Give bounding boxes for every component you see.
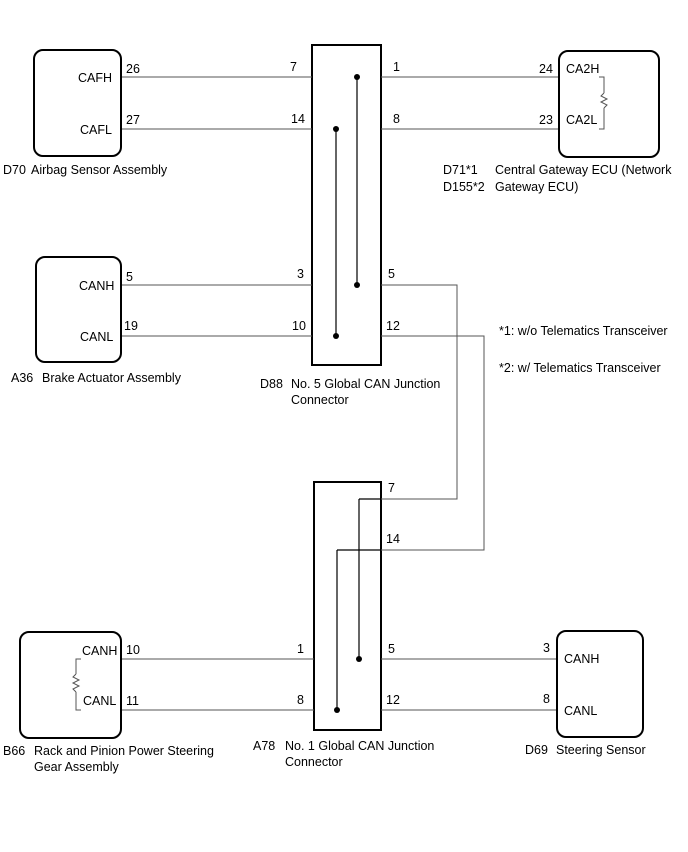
- a78-name-line2: Connector: [285, 755, 343, 769]
- junction-connector-d88: 7 1 14 8 3 5 10 12 D88 No. 5 Global CAN …: [260, 44, 440, 407]
- d88-splice-dot: [354, 74, 360, 80]
- steering-sensor-name: Steering Sensor: [556, 743, 646, 757]
- steering-sensor-pin-canh: CANH: [564, 652, 599, 666]
- airbag-code: D70: [3, 163, 26, 177]
- gateway-name-line1: Central Gateway ECU (Network: [495, 163, 672, 177]
- d88-name-line2: Connector: [291, 393, 349, 407]
- d88-pin-1: 1: [393, 60, 400, 74]
- brake-pin-canh: CANH: [79, 279, 114, 293]
- steering-gear-termination-lead: [75, 692, 81, 711]
- brake-pin-num-h: 5: [126, 270, 133, 284]
- steering-gear-pin-num-h: 10: [126, 643, 140, 657]
- steering-gear-termination-resistor-icon: [71, 673, 81, 693]
- steering-sensor-pin-num-h: 3: [543, 641, 550, 655]
- steering-gear-pin-canl: CANL: [83, 694, 116, 708]
- steering-gear-name-line1: Rack and Pinion Power Steering: [34, 744, 214, 758]
- steering-sensor-pin-num-l: 8: [543, 692, 550, 706]
- wire-d88-a78-canh: [381, 284, 458, 500]
- d88-code: D88: [260, 377, 283, 391]
- steering-sensor-body: [556, 630, 644, 738]
- a78-name-line1: No. 1 Global CAN Junction: [285, 739, 434, 753]
- a78-pin-14: 14: [386, 532, 400, 546]
- d88-pin-7: 7: [290, 60, 297, 74]
- airbag-pin-num-h: 26: [126, 62, 140, 76]
- brake-name: Brake Actuator Assembly: [42, 371, 182, 385]
- steering-sensor-pin-canl: CANL: [564, 704, 597, 718]
- component-airbag-sensor: CAFH CAFL 26 27 D70 Airbag Sensor Assemb…: [3, 49, 168, 177]
- airbag-pin-cafl: CAFL: [80, 123, 112, 137]
- steering-gear-pin-num-l: 11: [126, 694, 139, 708]
- d88-body: [311, 44, 382, 366]
- junction-connector-a78: 7 14 1 5 8 12 A78 No. 1 Global CAN Junct…: [253, 481, 434, 769]
- brake-pin-num-l: 19: [124, 319, 138, 333]
- note-1: *1: w/o Telematics Transceiver: [499, 324, 668, 338]
- airbag-body: [33, 49, 122, 157]
- component-central-gateway: CA2H CA2L 24 23 D71*1 D155*2 Central Gat…: [443, 50, 672, 194]
- a78-code: A78: [253, 739, 275, 753]
- gateway-pin-ca2l: CA2L: [566, 113, 597, 127]
- d88-pin-8: 8: [393, 112, 400, 126]
- a78-splice-dot: [334, 707, 340, 713]
- d88-pin-3: 3: [297, 267, 304, 281]
- d88-splice-dot: [354, 282, 360, 288]
- component-steering-gear: CANH CANL 10 11 B66 Rack and Pinion Powe…: [3, 631, 214, 774]
- gateway-code-1: D71*1: [443, 163, 478, 177]
- a78-pin-5: 5: [388, 642, 395, 656]
- gateway-body: [558, 50, 660, 158]
- d88-name-line1: No. 5 Global CAN Junction: [291, 377, 440, 391]
- d88-pin-5: 5: [388, 267, 395, 281]
- d88-pin-10: 10: [292, 319, 306, 333]
- a78-pin-12: 12: [386, 693, 400, 707]
- gateway-termination-lead: [599, 108, 605, 130]
- component-brake-actuator: CANH CANL 5 19 A36 Brake Actuator Assemb…: [11, 256, 182, 385]
- steering-gear-code: B66: [3, 744, 25, 758]
- component-steering-sensor: CANH CANL 3 8 D69 Steering Sensor: [525, 630, 646, 757]
- brake-body: [35, 256, 122, 363]
- gateway-pin-num-l: 23: [539, 113, 553, 127]
- airbag-pin-cafh: CAFH: [78, 71, 112, 85]
- a78-pin-1: 1: [297, 642, 304, 656]
- d88-pin-12: 12: [386, 319, 400, 333]
- wires: [121, 76, 559, 711]
- d88-splice-dot: [333, 126, 339, 132]
- note-2: *2: w/ Telematics Transceiver: [499, 361, 661, 375]
- steering-sensor-code: D69: [525, 743, 548, 757]
- gateway-termination-resistor-icon: [599, 92, 609, 109]
- gateway-name-line2: Gateway ECU): [495, 180, 578, 194]
- gateway-pin-num-h: 24: [539, 62, 553, 76]
- steering-gear-name-line2: Gear Assembly: [34, 760, 120, 774]
- d88-pin-14: 14: [291, 112, 305, 126]
- steering-gear-pin-canh: CANH: [82, 644, 117, 658]
- a78-pin-7: 7: [388, 481, 395, 495]
- gateway-termination-lead: [599, 76, 605, 93]
- notes: *1: w/o Telematics Transceiver *2: w/ Te…: [499, 324, 668, 375]
- airbag-name: Airbag Sensor Assembly: [31, 163, 168, 177]
- airbag-pin-num-l: 27: [126, 113, 140, 127]
- steering-gear-body: [19, 631, 122, 739]
- brake-code: A36: [11, 371, 33, 385]
- steering-gear-termination-lead: [75, 658, 81, 674]
- a78-body: [313, 481, 382, 731]
- d88-splice-dot: [333, 333, 339, 339]
- brake-pin-canl: CANL: [80, 330, 113, 344]
- wire-d88-a78-canl: [381, 335, 485, 551]
- gateway-code-2: D155*2: [443, 180, 485, 194]
- a78-splice-dot: [356, 656, 362, 662]
- a78-pin-8: 8: [297, 693, 304, 707]
- gateway-pin-ca2h: CA2H: [566, 62, 599, 76]
